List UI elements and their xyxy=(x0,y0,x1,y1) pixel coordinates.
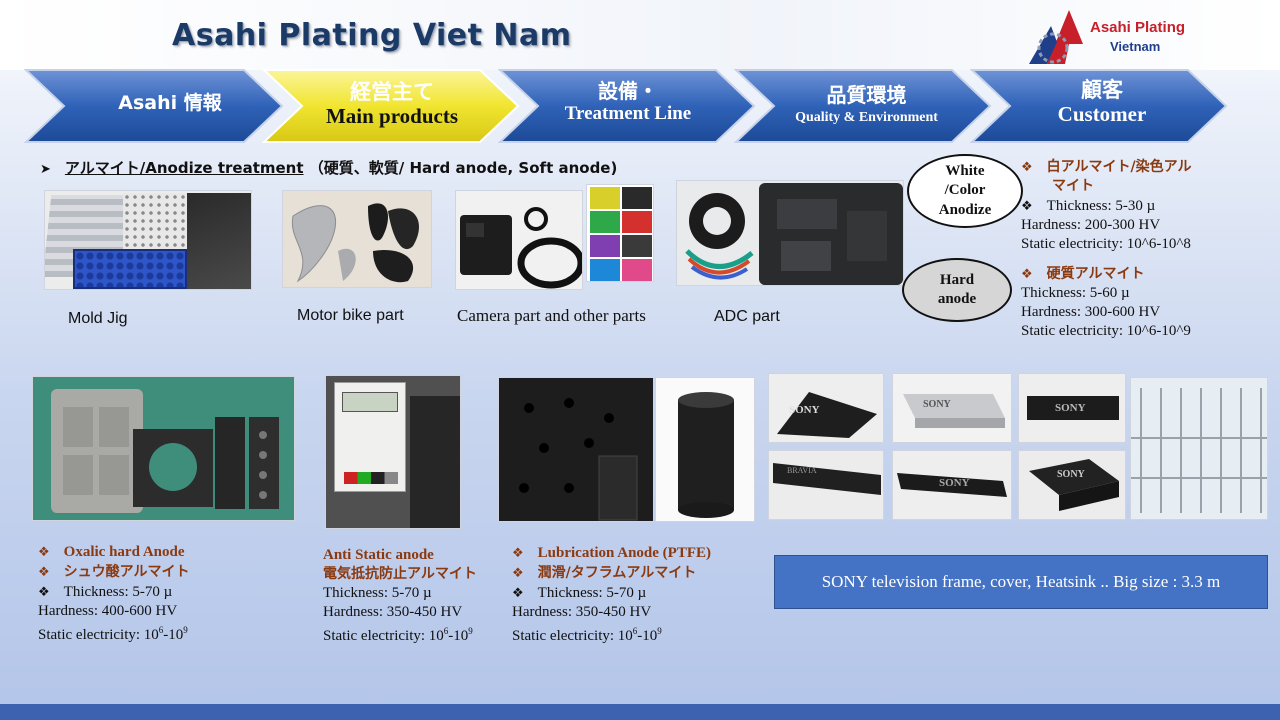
photo-adc-part xyxy=(676,180,904,286)
meter-display xyxy=(342,392,398,412)
photo-treatment-rack xyxy=(1130,377,1268,520)
photo-sony-5: SONY xyxy=(892,450,1012,520)
spec-oxalic: ❖Oxalic hard Anode ❖シュウ酸アルマイト ❖Thickness… xyxy=(38,544,190,643)
nav-quality-environment[interactable]: 品質環境 Quality & Environment xyxy=(795,83,938,126)
rack-drawing xyxy=(1131,388,1267,513)
sony-box-drawing xyxy=(1029,459,1119,511)
page-title: Asahi Plating Viet Nam xyxy=(172,18,572,53)
bottom-bar xyxy=(0,704,1280,720)
photo-anti-static-meter xyxy=(325,375,461,529)
photo-sony-1: SONY xyxy=(768,373,884,443)
nav-chevron-1[interactable] xyxy=(261,69,520,143)
photo-color-swatches xyxy=(586,184,654,282)
nav-bar xyxy=(24,69,1228,143)
spec-anti-static: Anti Static anode 電気抵抗防止アルマイト Thickness:… xyxy=(323,547,477,644)
sony-logo-text: SONY xyxy=(923,399,951,410)
nav-asahi-info[interactable]: Asahi 情報 xyxy=(118,92,222,114)
logo-text-line1: Asahi Plating xyxy=(1090,19,1186,36)
nav-chevron-0[interactable] xyxy=(24,69,284,143)
sony-note-box: SONY television frame, cover, Heatsink .… xyxy=(774,555,1268,609)
perforated-plate-drawing xyxy=(519,398,638,521)
sony-stand-drawing xyxy=(777,392,877,438)
diamond-bullet-icon: ❖ xyxy=(1021,266,1033,281)
diamond-bullet-icon: ❖ xyxy=(512,545,524,560)
diamond-bullet-icon: ❖ xyxy=(1021,159,1033,174)
caption-mold-jig: Mold Jig xyxy=(68,310,128,327)
photo-lubrication-plate xyxy=(498,377,654,522)
section-heading: ➤アルマイト/Anodize treatment （硬質、軟質/ Hard an… xyxy=(40,159,618,177)
nav-main-products[interactable]: 経営主て Main products xyxy=(325,80,459,129)
sony-logo-text: SONY xyxy=(1057,469,1085,480)
photo-sony-2: SONY xyxy=(892,373,1012,443)
diamond-bullet-icon: ❖ xyxy=(1021,198,1033,213)
nav-chevron-2[interactable] xyxy=(497,69,756,143)
nav-customer[interactable]: 顧客 Customer xyxy=(1057,78,1147,127)
arrow-bullet-icon: ➤ xyxy=(40,162,51,177)
bravia-logo-text: BRAVIA xyxy=(787,466,817,475)
meter-terminals xyxy=(344,472,398,484)
caption-motor-bike: Motor bike part xyxy=(297,307,404,324)
mold-tray-blue xyxy=(73,249,187,289)
spec-lubrication: ❖Lubrication Anode (PTFE) ❖潤滑/タフラムアルマイト … xyxy=(512,545,712,644)
diamond-bullet-icon: ❖ xyxy=(38,584,50,599)
nav-chevron-4[interactable] xyxy=(969,69,1228,143)
cylinder-drawing xyxy=(678,392,734,518)
photo-lubrication-cylinder xyxy=(655,377,755,522)
diamond-bullet-icon: ❖ xyxy=(512,565,524,580)
sony-logo-text: SONY xyxy=(1055,402,1086,414)
diamond-bullet-icon: ❖ xyxy=(512,585,524,600)
logo-icon xyxy=(1029,10,1083,64)
logo-text-line2: Vietnam xyxy=(1110,39,1161,54)
sony-logo-text: SONY xyxy=(939,477,970,489)
photo-sony-3: SONY xyxy=(1018,373,1126,443)
diamond-bullet-icon: ❖ xyxy=(38,544,50,559)
adc-parts-drawing xyxy=(685,183,903,285)
black-plate xyxy=(410,396,460,528)
oval-white-color-anodize: White /Color Anodize xyxy=(907,154,1023,228)
company-logo xyxy=(1029,10,1083,64)
photo-camera-part xyxy=(455,190,583,290)
spec-hard-anodize: ❖硬質アルマイト Thickness: 5-60 µ Hardness: 300… xyxy=(1021,266,1191,339)
photo-motor-bike-part xyxy=(282,190,432,288)
silver-frame-drawing xyxy=(903,394,1005,428)
spec-white-anodize: ❖白アルマイト/染色アル マイト ❖Thickness: 5-30 µ Hard… xyxy=(1021,159,1192,252)
sony-bar-drawing xyxy=(897,473,1007,497)
sony-logo-text: SONY xyxy=(789,404,820,416)
bravia-frame-drawing xyxy=(773,463,881,495)
photo-oxalic-parts xyxy=(32,376,295,521)
oval-hard-anode: Hard anode xyxy=(902,258,1012,322)
photo-mold-jig xyxy=(44,190,252,290)
photo-sony-4: BRAVIA xyxy=(768,450,884,520)
mold-plate-black xyxy=(187,193,251,289)
diamond-bullet-icon: ❖ xyxy=(38,564,50,579)
oxalic-parts-drawing xyxy=(51,389,279,513)
caption-adc: ADC part xyxy=(714,308,780,325)
motorbike-parts-drawing xyxy=(291,203,419,283)
nav-treatment-line[interactable]: 設備・ Treatment Line xyxy=(564,79,692,125)
photo-sony-6: SONY xyxy=(1018,450,1126,520)
nav-chevron-3[interactable] xyxy=(733,69,992,143)
camera-parts-drawing xyxy=(460,207,582,289)
caption-camera: Camera part and other parts xyxy=(457,306,646,325)
